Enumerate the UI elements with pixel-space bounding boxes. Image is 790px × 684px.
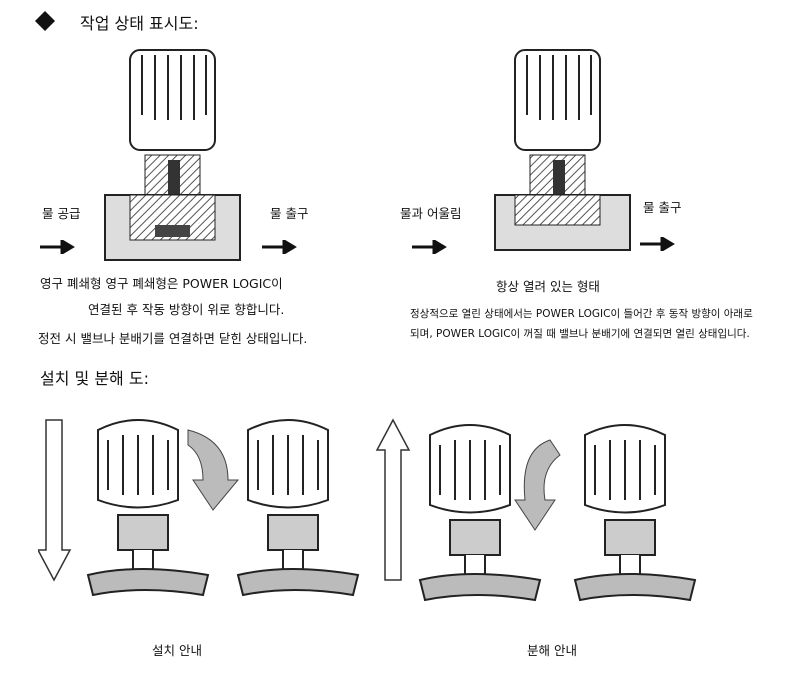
left-caption-2: 연결된 후 작동 방향이 위로 향합니다.: [88, 302, 285, 317]
arrow-right-icon: [40, 240, 75, 254]
left-inlet-label: 물 공급: [42, 206, 81, 221]
install-illustration: [38, 419, 360, 597]
valve-open-diagram: [494, 49, 631, 251]
diamond-bullet-icon: [35, 11, 55, 31]
arrow-up-icon: [375, 418, 411, 581]
right-caption-2: 되며, POWER LOGIC이 꺼질 때 밸브나 분배기에 연결되면 열린 상…: [410, 328, 750, 340]
section-title-install: 설치 및 분해 도:: [40, 369, 149, 388]
remove-label: 분해 안내: [527, 643, 577, 658]
rotate-arrow-icon: [514, 439, 561, 531]
left-outlet-label: 물 출구: [270, 206, 309, 221]
remove-illustration: [375, 418, 697, 602]
arrow-right-icon: [412, 240, 447, 254]
rotate-arrow-icon: [187, 429, 240, 511]
arrow-down-icon: [38, 419, 72, 582]
right-outlet-label: 물 출구: [643, 200, 682, 215]
right-title: 항상 열려 있는 형태: [496, 279, 600, 294]
left-caption-3: 정전 시 밸브나 분배기를 연결하면 닫힌 상태입니다.: [38, 331, 308, 346]
right-caption-1: 정상적으로 열린 상태에서는 POWER LOGIC이 들어간 후 동작 방향이…: [410, 308, 753, 320]
arrow-right-icon: [262, 240, 297, 254]
valve-closed-diagram: [104, 49, 241, 261]
arrow-right-icon: [640, 237, 675, 251]
section-title-status: 작업 상태 표시도:: [80, 14, 199, 33]
right-inlet-label: 물과 어울림: [400, 206, 462, 221]
install-label: 설치 안내: [152, 643, 202, 658]
left-caption-1: 영구 폐쇄형 영구 폐쇄형은 POWER LOGIC이: [40, 276, 283, 291]
